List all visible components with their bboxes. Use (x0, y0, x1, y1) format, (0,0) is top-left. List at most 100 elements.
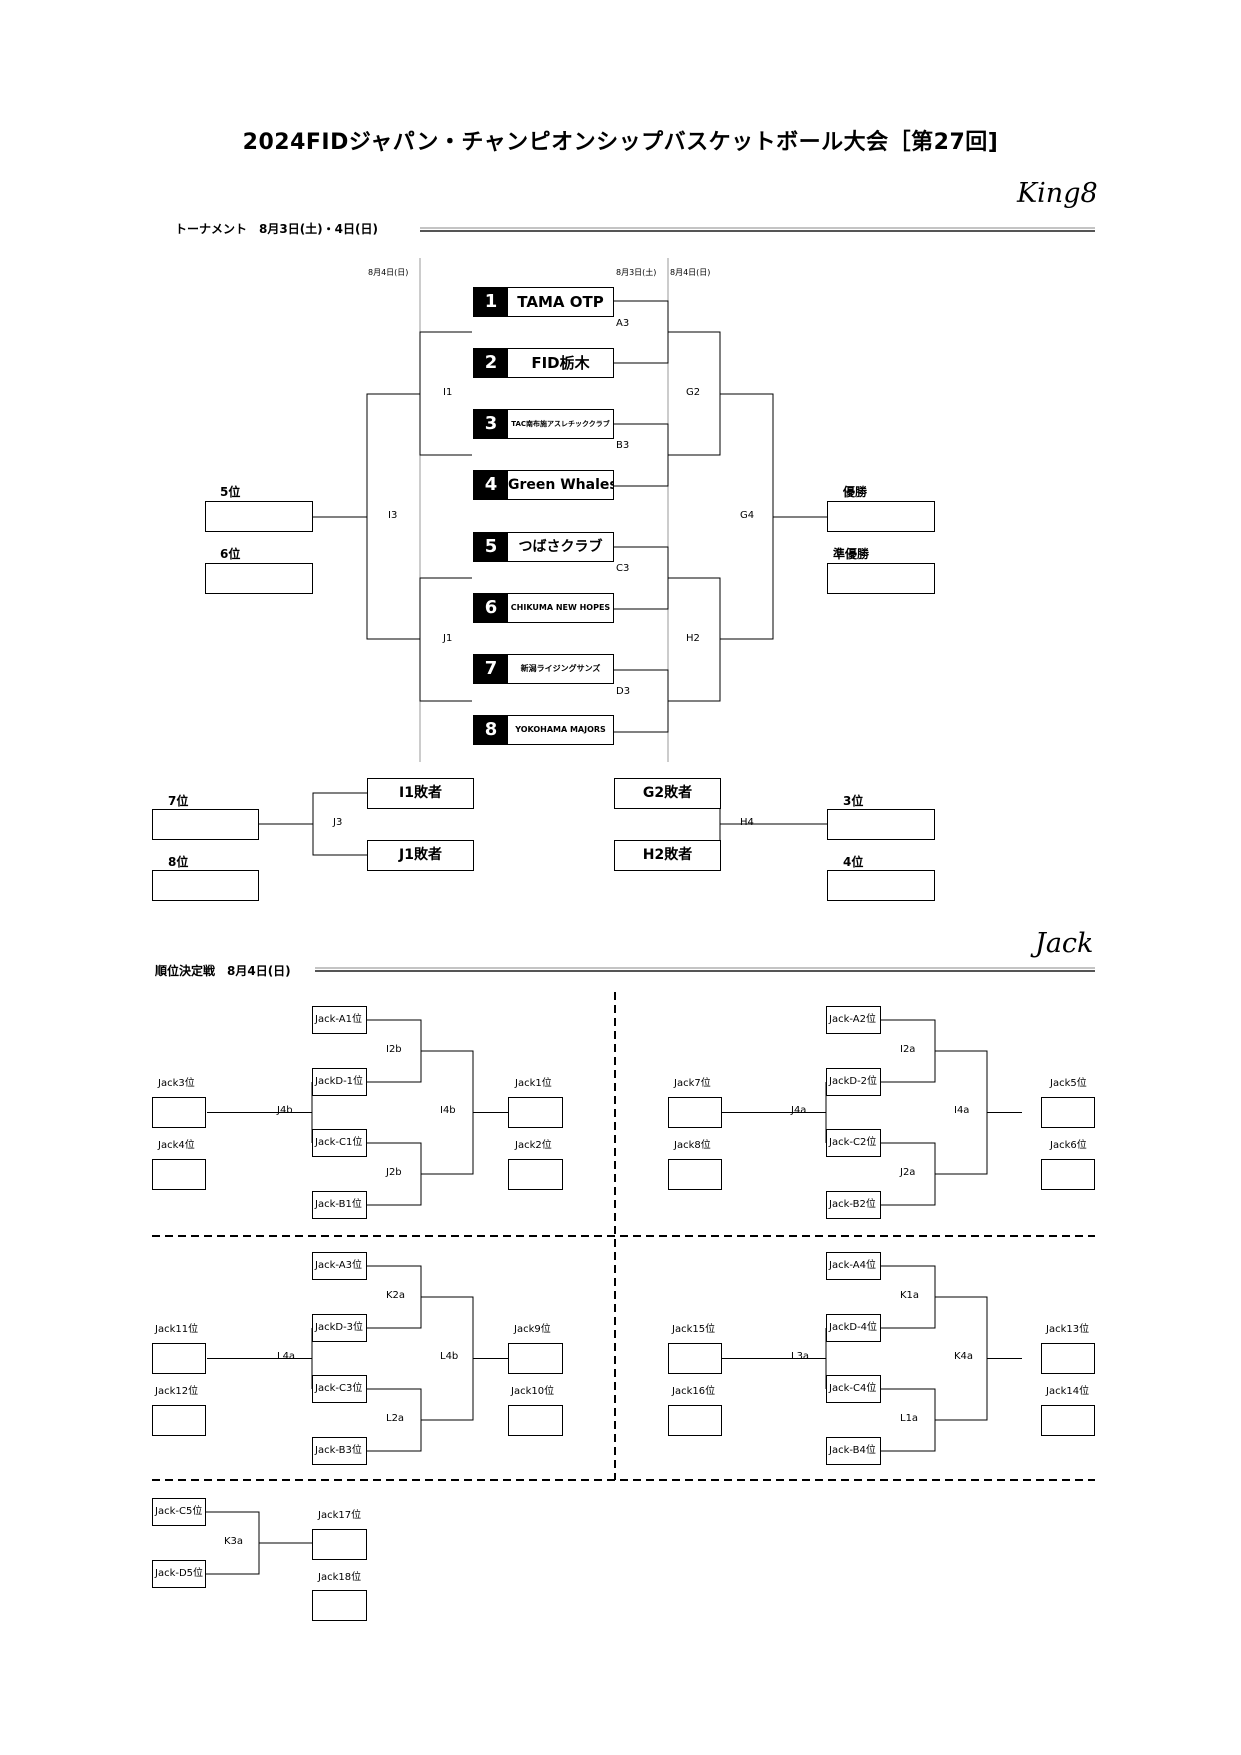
seed-number: 2 (474, 349, 508, 377)
place-label: 5位 (220, 485, 241, 499)
team-name: CHIKUMA NEW HOPES (510, 603, 611, 612)
place-label: Jack4位 (158, 1140, 195, 1151)
place-label: 3位 (843, 794, 864, 808)
game-label: C3 (616, 563, 630, 574)
place-label: Jack11位 (155, 1324, 199, 1335)
place-label: Jack2位 (515, 1140, 552, 1151)
team-5: 5 つばさクラブ (473, 532, 614, 562)
place-label: 7位 (168, 794, 189, 808)
place-box (312, 1590, 367, 1621)
place-label: 6位 (220, 547, 241, 561)
place-box (205, 563, 313, 594)
game-label: G2 (686, 387, 701, 398)
jack-seed-box: Jack-A3位 (312, 1252, 367, 1280)
game-label: J2b (386, 1167, 402, 1178)
game-label: L4a (277, 1351, 296, 1362)
team-2: 2 FID栃木 (473, 348, 614, 378)
game-label: L1a (900, 1413, 919, 1424)
place-label: 優勝 (843, 485, 868, 499)
place-label: Jack15位 (672, 1324, 716, 1335)
loser-i1: I1敗者 (367, 778, 474, 809)
jack-seed-box: Jack-B1位 (312, 1191, 367, 1219)
game-label: I2b (386, 1044, 402, 1055)
team-name: TAC南布施アスレチッククラブ (511, 420, 610, 428)
team-name: 新潟ライジングサンズ (520, 664, 601, 673)
team-name: FID栃木 (531, 354, 590, 372)
team-name: Green Whales (508, 477, 613, 493)
game-label: K4a (954, 1351, 974, 1362)
game-label: I3 (388, 510, 398, 521)
game-label: J3 (333, 817, 343, 828)
place-label: Jack18位 (318, 1572, 362, 1583)
place-box (508, 1159, 563, 1190)
place-box (1041, 1343, 1095, 1374)
place-label: Jack8位 (674, 1140, 711, 1151)
date-left: 8月4日(日) (368, 268, 409, 277)
jack-seed-box: Jack-C1位 (312, 1129, 367, 1157)
place-box (152, 1405, 206, 1436)
place-box (508, 1097, 563, 1128)
place-box (668, 1343, 722, 1374)
place-box (1041, 1159, 1095, 1190)
place-label: Jack6位 (1050, 1140, 1087, 1151)
place-label: Jack16位 (672, 1386, 716, 1397)
place-box (152, 1159, 206, 1190)
place-box (668, 1405, 722, 1436)
place-box (827, 809, 935, 840)
place-box (668, 1159, 722, 1190)
game-label: I4a (954, 1105, 970, 1116)
seed-number: 6 (474, 594, 508, 622)
team-name: TAMA OTP (517, 293, 604, 311)
place-box (827, 563, 935, 594)
jack-seed-box: Jack-B3位 (312, 1437, 367, 1465)
game-label: H2 (686, 633, 700, 644)
place-box (1041, 1097, 1095, 1128)
jack-label: Jack (1035, 928, 1094, 959)
game-label: I4b (440, 1105, 456, 1116)
loser-g2: G2敗者 (614, 778, 721, 809)
loser-h2: H2敗者 (614, 840, 721, 871)
game-label: G4 (740, 510, 755, 521)
jack-seed-box: JackD-3位 (312, 1314, 367, 1342)
place-box (668, 1097, 722, 1128)
game-label: I1 (443, 387, 453, 398)
game-label: I2a (900, 1044, 916, 1055)
seed-number: 8 (474, 716, 508, 744)
place-label: 8位 (168, 855, 189, 869)
team-4: 4 Green Whales (473, 470, 614, 500)
team-6: 6 CHIKUMA NEW HOPES (473, 593, 614, 623)
date-mid: 8月3日(土) (616, 268, 657, 277)
place-box (205, 501, 313, 532)
loser-j1: J1敗者 (367, 840, 474, 871)
jack-seed-box: Jack-C2位 (826, 1129, 881, 1157)
game-label: J4b (277, 1105, 293, 1116)
jack-seed-box: Jack-B2位 (826, 1191, 881, 1219)
jack-seed-box: Jack-D5位 (152, 1560, 206, 1588)
place-label: Jack17位 (318, 1510, 362, 1521)
place-box (508, 1405, 563, 1436)
place-box (152, 870, 259, 901)
game-label: L4b (440, 1351, 459, 1362)
game-label: K1a (900, 1290, 920, 1301)
place-label: Jack14位 (1046, 1386, 1090, 1397)
place-box (508, 1343, 563, 1374)
jack-seed-box: JackD-1位 (312, 1068, 367, 1096)
place-label: Jack12位 (155, 1386, 199, 1397)
place-label: Jack7位 (674, 1078, 711, 1089)
game-label: K2a (386, 1290, 406, 1301)
placement-section-title: 順位決定戦 8月4日(日) (155, 964, 291, 978)
team-8: 8 YOKOHAMA MAJORS (473, 715, 614, 745)
jack-seed-box: Jack-B4位 (826, 1437, 881, 1465)
seed-number: 4 (474, 471, 508, 499)
seed-number: 7 (474, 655, 508, 683)
team-1: 1 TAMA OTP (473, 287, 614, 317)
jack-seed-box: Jack-C3位 (312, 1375, 367, 1403)
seed-number: 1 (474, 288, 508, 316)
jack-seed-box: Jack-C5位 (152, 1498, 206, 1526)
team-7: 7 新潟ライジングサンズ (473, 654, 614, 684)
seed-number: 5 (474, 533, 508, 561)
king8-label: King8 (1017, 178, 1098, 209)
place-box (312, 1529, 367, 1560)
team-name: つばさクラブ (518, 539, 603, 555)
